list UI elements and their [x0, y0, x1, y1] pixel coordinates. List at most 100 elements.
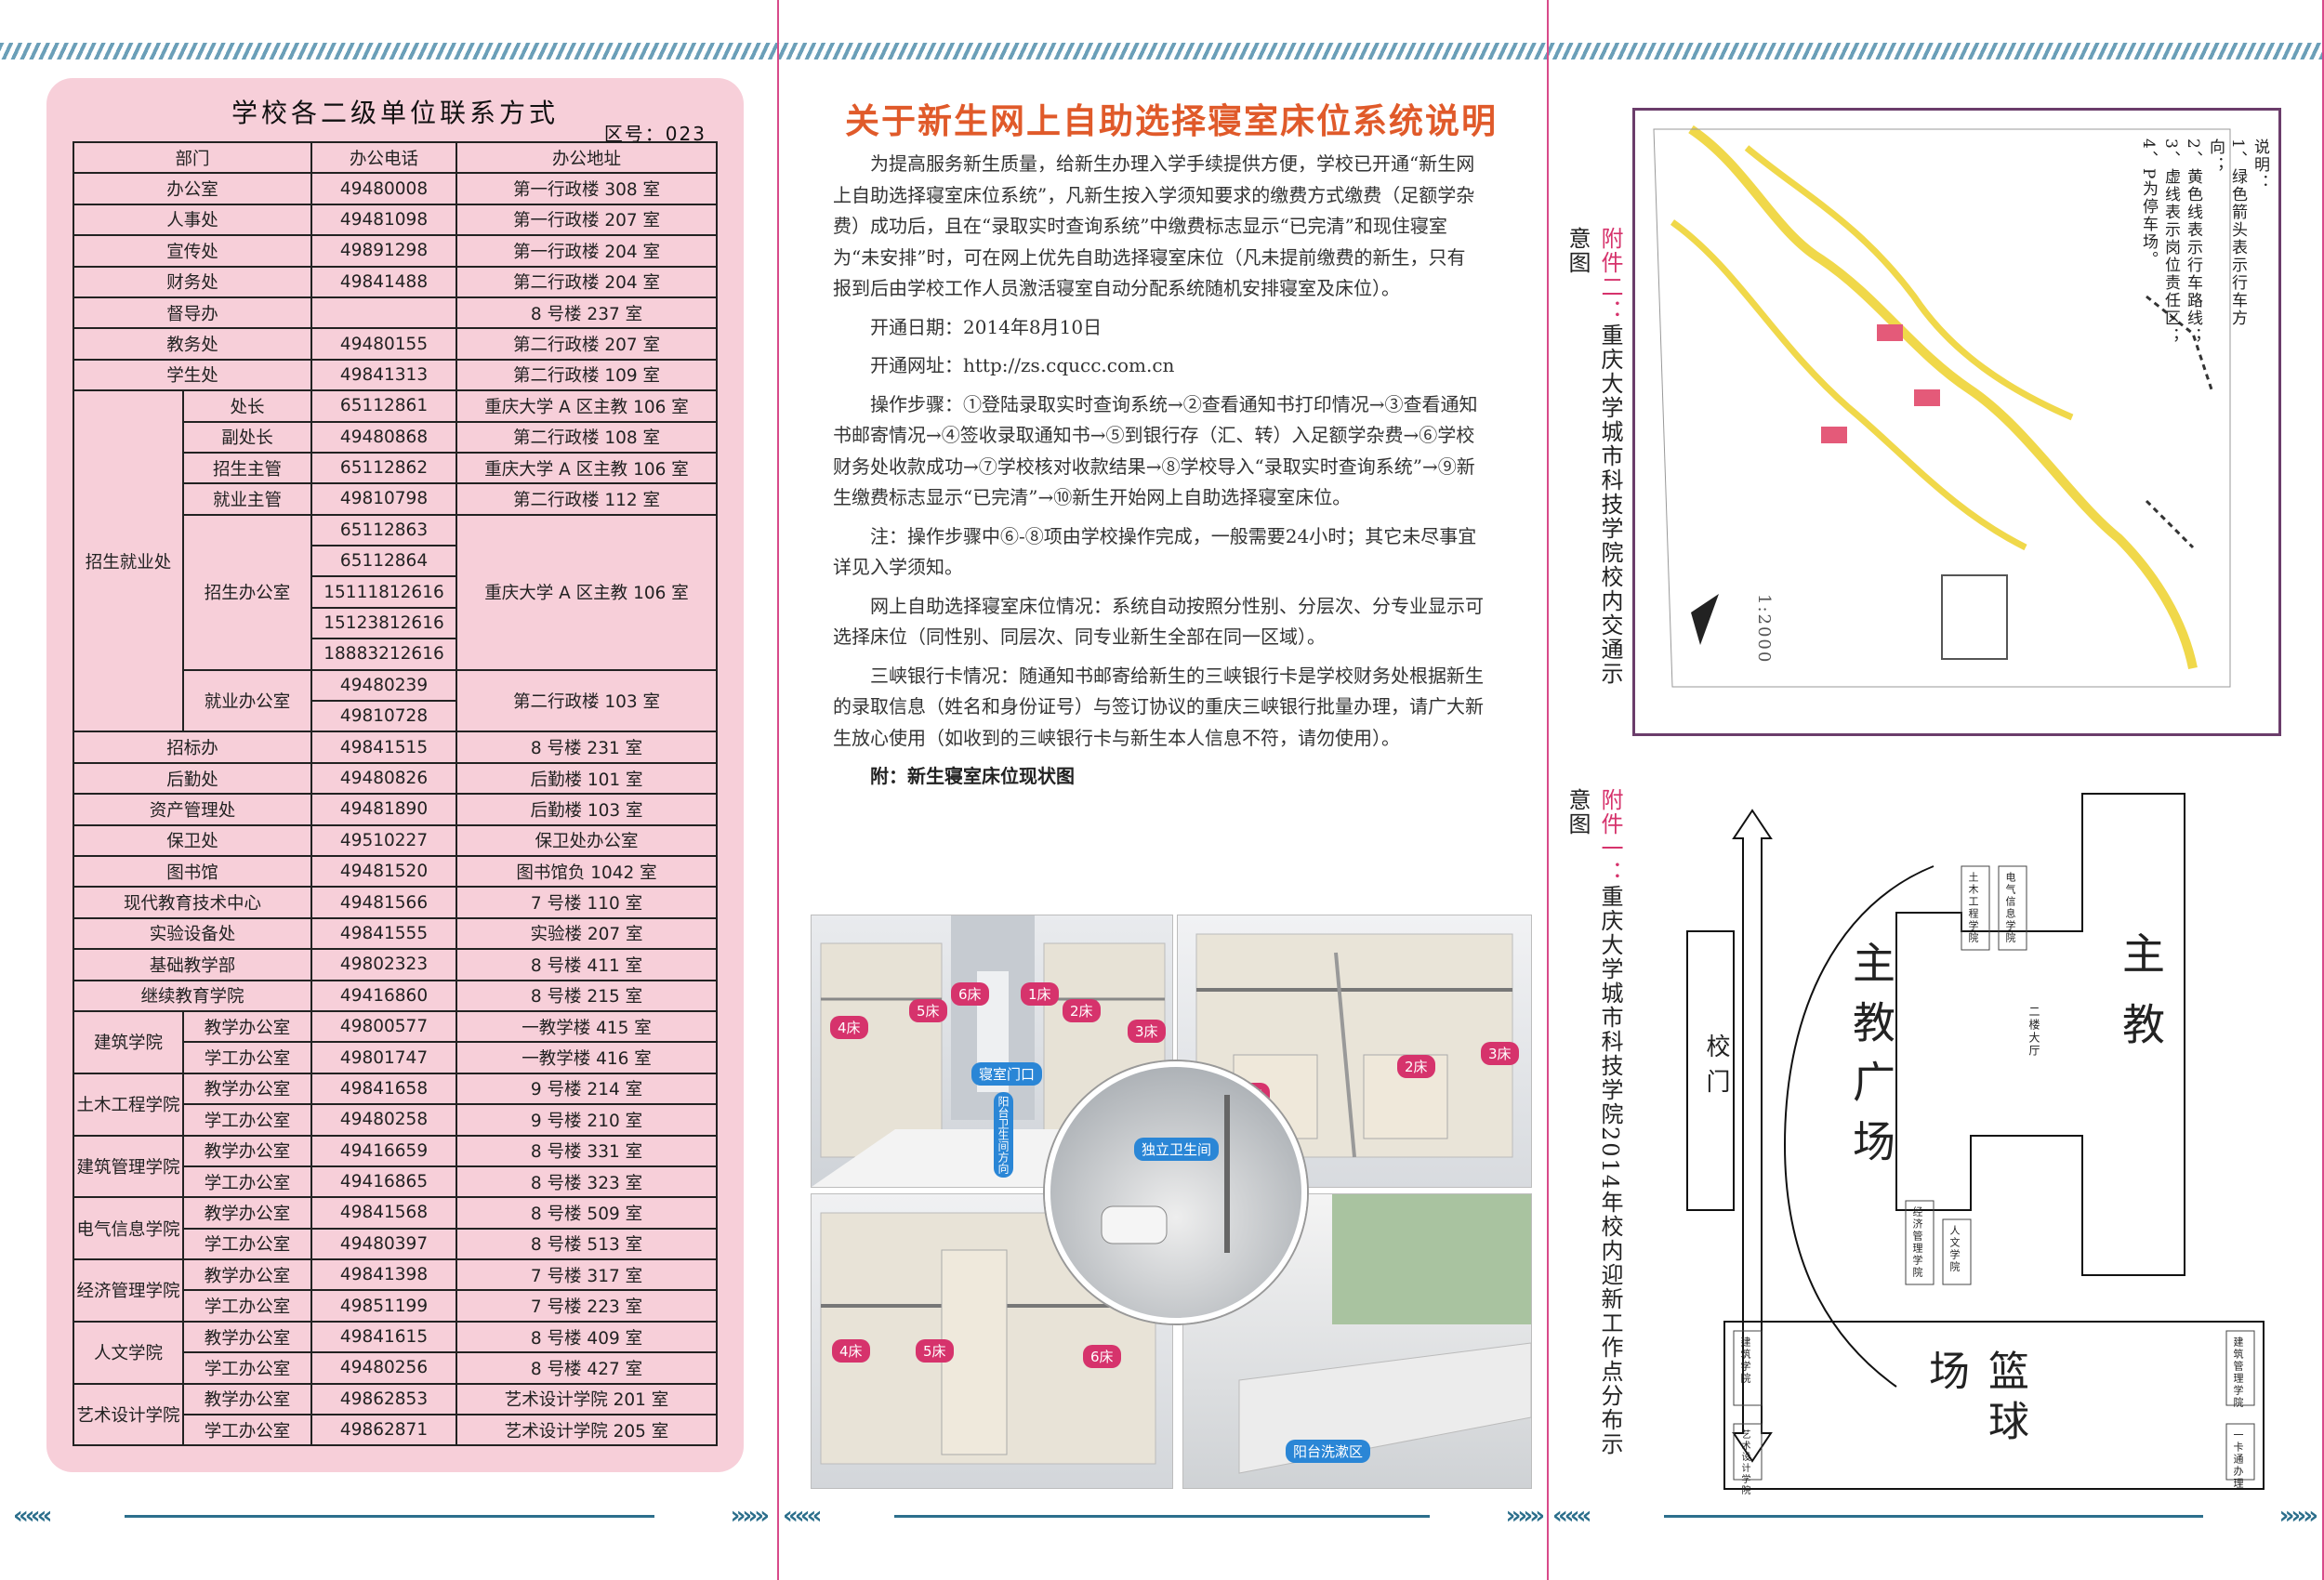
phone-cell: 49480826: [310, 761, 458, 796]
phone-cell: 49481520: [310, 854, 458, 889]
bathroom-label: 独立卫生间: [1134, 1138, 1220, 1161]
college-point: 建筑管理学院: [2232, 1336, 2244, 1409]
college-point: 艺术设计学院: [1739, 1429, 1750, 1496]
area-code: 区号：023: [603, 123, 706, 145]
college-point: 电气信息学院: [2004, 872, 2016, 944]
address-cell: 第一行政楼 204 室: [456, 234, 719, 268]
phone-cell: 49851199: [310, 1289, 458, 1323]
sub-department-cell: 教学办公室: [181, 1134, 313, 1167]
sub-department-cell: 教学办公室: [181, 1196, 313, 1230]
map-legend-line: 3、虚线表示岗位责任区；: [2161, 138, 2180, 345]
campus-map-drawing: [1653, 125, 2231, 688]
plan-caption: 附件一：重庆大学城市科技学院2014年校内迎新工作点分布示意图: [1562, 788, 1627, 1476]
phone-cell: 65112863: [310, 513, 458, 547]
address-cell: 实验楼 207 室: [456, 916, 719, 951]
phone-cell: 49841658: [310, 1072, 458, 1106]
sub-department-cell: 学工办公室: [181, 1351, 313, 1385]
notice-body: 为提高服务新生质量，给新生办理入学手续提供方便，学校已开通“新生网上自助选择寝室…: [833, 149, 1484, 800]
sub-department-cell: 招生主管: [181, 451, 313, 485]
event-plan-diagram: 校 门 主教广场 主教 篮球场 二楼大厅 土木工程学院 电气信息学院 经济管理学…: [1645, 792, 2296, 1498]
department-cell: 招标办: [72, 731, 313, 764]
address-cell: 8 号楼 323 室: [456, 1165, 719, 1199]
college-cell: 建筑管理学院: [73, 1134, 184, 1199]
department-cell: 保卫处: [72, 823, 313, 857]
department-cell: 办公室: [72, 172, 313, 205]
sub-department-cell: 就业主管: [181, 482, 313, 516]
address-cell: 一教学楼 416 室: [456, 1041, 719, 1074]
department-cell: 学生处: [72, 358, 313, 392]
map-legend-line: 2、黄色线表示行车路线；: [2184, 138, 2202, 345]
traffic-map: 说明： 1、绿色箭头表示行车方向； 2、黄色线表示行车路线； 3、虚线表示岗位责…: [1632, 108, 2281, 736]
college-cell: 电气信息学院: [73, 1196, 184, 1261]
address-cell: 重庆大学 A 区主教 106 室: [456, 513, 719, 671]
department-cell: 实验设备处: [72, 916, 313, 951]
sub-department-cell: 学工办公室: [181, 1414, 313, 1447]
college-cell: 经济管理学院: [73, 1258, 184, 1323]
door-label: 寝室门口: [971, 1062, 1043, 1086]
phone-cell: 49841615: [310, 1320, 458, 1354]
notice-open-url: 开通网址：http://zs.cqucc.com.cn: [870, 354, 1175, 376]
college-point: 土木工程学院: [1967, 872, 1979, 944]
table-row: 49810728: [73, 700, 717, 733]
phone-cell: 65112861: [310, 389, 458, 423]
bottom-arrow-rule-2: «««»»»: [783, 1502, 1545, 1530]
table-row: 部门办公电话办公地址: [72, 140, 719, 175]
map-scale: 1:2000: [1754, 594, 1774, 665]
sub-department-cell: 就业办公室: [181, 668, 313, 733]
contacts-title: 学校各二级单位联系方式: [231, 98, 559, 128]
plan-caption-prefix: 附件一：: [1597, 788, 1623, 885]
address-cell: 7 号楼 110 室: [456, 886, 719, 919]
phone-cell: 49862853: [310, 1382, 458, 1416]
notice-title: 关于新生网上自助选择寝室床位系统说明: [845, 100, 1498, 141]
plaza-label: 主教广场: [1846, 941, 1896, 1178]
college-point: 经济管理学院: [1911, 1206, 1923, 1279]
dorm-photo-3: 独立卫生间: [1045, 1061, 1307, 1323]
department-cell: 现代教育技术中心: [72, 886, 313, 919]
department-cell: 招生就业处: [73, 389, 184, 733]
table-row: 65112864: [73, 545, 717, 578]
address-cell: 重庆大学 A 区主教 106 室: [456, 389, 719, 423]
address-cell: 第二行政楼 204 室: [456, 265, 719, 298]
column-header: 办公电话: [310, 140, 458, 175]
phone-cell: 49481890: [310, 793, 458, 826]
map-legend-line: 1、绿色箭头表示行车方向；: [2206, 138, 2247, 327]
phone-cell: 49841555: [310, 916, 458, 951]
college-cell: 建筑学院: [73, 1009, 184, 1074]
college-point: 建筑学院: [1739, 1336, 1751, 1385]
notice-bed-selection: 网上自助选择寝室床位情况：系统自动按照分性别、分层次、分专业显示可选择床位（同性…: [833, 594, 1484, 649]
event-plan-drawing: [1686, 793, 2265, 1490]
notice-note: 注：操作步骤中⑥-⑧项由学校操作完成，一般需要24小时；其它未尽事宜详见入学须知…: [833, 524, 1477, 579]
notice-open-date: 开通日期：2014年8月10日: [870, 315, 1103, 338]
sub-department-cell: 副处长: [181, 420, 313, 454]
department-cell: 图书馆: [72, 854, 313, 889]
sub-department-cell: 学工办公室: [181, 1227, 313, 1261]
plan-caption-text: 重庆大学城市科技学院2014年校内迎新工作点分布示意图: [1565, 788, 1623, 1457]
phone-cell: 49841398: [310, 1258, 458, 1292]
address-cell: 第二行政楼 207 室: [456, 327, 719, 361]
hall-label: 二楼大厅: [2027, 1006, 2040, 1058]
map-legend-line: 4、P为停车场。: [2139, 138, 2158, 270]
fold-line-3: [2322, 0, 2324, 1580]
address-cell: 后勤楼 101 室: [456, 761, 719, 796]
bed-label: 5床: [916, 1339, 954, 1363]
college-cell: 土木工程学院: [73, 1072, 184, 1137]
gate-label: 校 门: [1702, 1034, 1730, 1096]
address-cell: 第二行政楼 108 室: [456, 420, 719, 454]
college-point: 人文学院: [1948, 1225, 1961, 1273]
address-cell: 第二行政楼 103 室: [456, 668, 719, 733]
